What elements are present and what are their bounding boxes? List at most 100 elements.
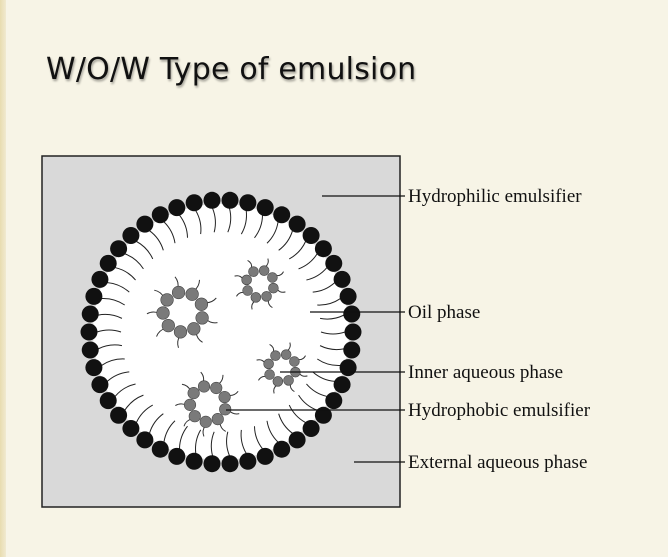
hydrophobic-head [248,266,259,277]
emulsifier-tail [178,425,188,449]
emulsifier-tail [210,431,215,456]
hydrophilic-head [168,447,186,465]
inner-aqueous-droplets [146,258,308,437]
hydrophilic-head [185,194,203,212]
hydrophobic-head [195,311,209,325]
emulsifier-tail [317,298,341,306]
emulsifier-tail [289,241,307,260]
oil-phase-globule [93,204,349,460]
emulsifier-tail [306,383,328,397]
emulsifier-tail [254,215,264,239]
hydrophilic-head [256,447,274,465]
label-inner-aqueous-phase: Inner aqueous phase [408,362,563,383]
hydrophobic-head [283,375,294,386]
hydrophilic-head [81,341,99,359]
emulsifier-tail [163,221,176,244]
hydrophilic-head [333,270,351,288]
hydrophobic-head [187,322,201,336]
hydrophobic-head [289,356,300,367]
hydrophobic-head [270,350,281,361]
hydrophilic-head [80,323,98,341]
hydrophobic-head [211,413,224,426]
hydrophilic-head [273,440,291,458]
hydrophilic-head [85,287,103,305]
hydrophilic-head [99,254,117,272]
hydrophilic-head [221,455,239,473]
slide-title: W/O/W Type of emulsion [46,52,417,87]
hydrophobic-head [173,325,188,339]
hydrophobic-head [250,292,262,303]
hydrophobic-head [219,403,232,416]
hydrophilic-head [122,227,140,245]
emulsifier-tail [278,230,293,251]
emulsifier-tail [195,429,202,454]
emulsifier-tail [320,331,346,335]
emulsifier-tail [253,426,263,450]
emulsifier-tail [149,230,164,251]
hydrophobic-head [161,318,175,333]
hydrophilic-head [136,215,154,233]
hydrophilic-head [110,406,128,424]
emulsifier-tail [97,344,123,350]
hydrophilic-head [314,240,332,258]
hydrophilic-head [81,305,99,323]
emulsifier-tail [114,267,136,281]
hydrophilic-head [91,270,109,288]
hydrophilic-head [325,392,343,410]
hydrophilic-head [151,206,169,224]
hydrophilic-head [288,215,306,233]
hydrophilic-head [302,227,320,245]
inner-aqueous-droplet [256,342,308,394]
hydrophilic-head [122,419,140,437]
emulsifier-tail [135,404,153,423]
hydrophobic-head [261,291,272,302]
hydrophobic-head [156,306,170,320]
hydrophilic-head [288,431,306,449]
emulsifier-tail [195,210,202,235]
emulsifier-tail [240,429,247,454]
hydrophobic-head [280,349,292,360]
hydrophobic-head [241,274,252,286]
hydrophilic-head [136,431,154,449]
emulsifier-tail [312,371,335,382]
emulsifier-tail [266,221,279,244]
hydrophobic-head [264,369,275,380]
label-external-aqueous-phase: External aqueous phase [408,452,587,473]
emulsifier-tail [212,208,216,233]
hydrophilic-head [91,376,109,394]
hydrophilic-head [203,191,221,209]
inner-aqueous-droplet [146,276,218,348]
emulsifier-tail [107,282,130,293]
hydrophobic-head [242,285,253,296]
emulsifier-tail [136,240,154,260]
emulsifier-tail [312,282,336,293]
hydrophobic-head [187,387,200,400]
hydrophilic-head [185,452,203,470]
hydrophilic-head [239,452,257,470]
emulsifier-tail [101,298,125,306]
emulsifier-tail [98,313,123,319]
hydrophobic-head [183,398,197,411]
hydrophilic-head [314,406,332,424]
emulsifier-tail [124,394,144,411]
emulsifier-tail [114,383,136,397]
hydrophilic-head [239,194,257,212]
hydrophilic-head [344,323,362,341]
emulsifier-tail [319,345,344,351]
emulsifier-tail [106,371,130,382]
emulsifier-tail [298,253,318,270]
hydrophobic-head [188,410,201,423]
hydrophilic-head [203,455,221,473]
emulsifier-tail [227,208,232,233]
emulsifier-tail [240,210,247,235]
hydrophobic-head [218,390,231,404]
hydrophobic-head [197,380,211,393]
hydrophilic-head [151,440,169,458]
hydrophilic-head [273,206,291,224]
label-oil-phase: Oil phase [408,302,480,323]
emulsifier-tail [179,214,189,238]
label-hydrophilic-emulsifier: Hydrophilic emulsifier [408,186,582,207]
hydrophobic-head [272,376,284,387]
hydrophobic-head [210,381,223,395]
